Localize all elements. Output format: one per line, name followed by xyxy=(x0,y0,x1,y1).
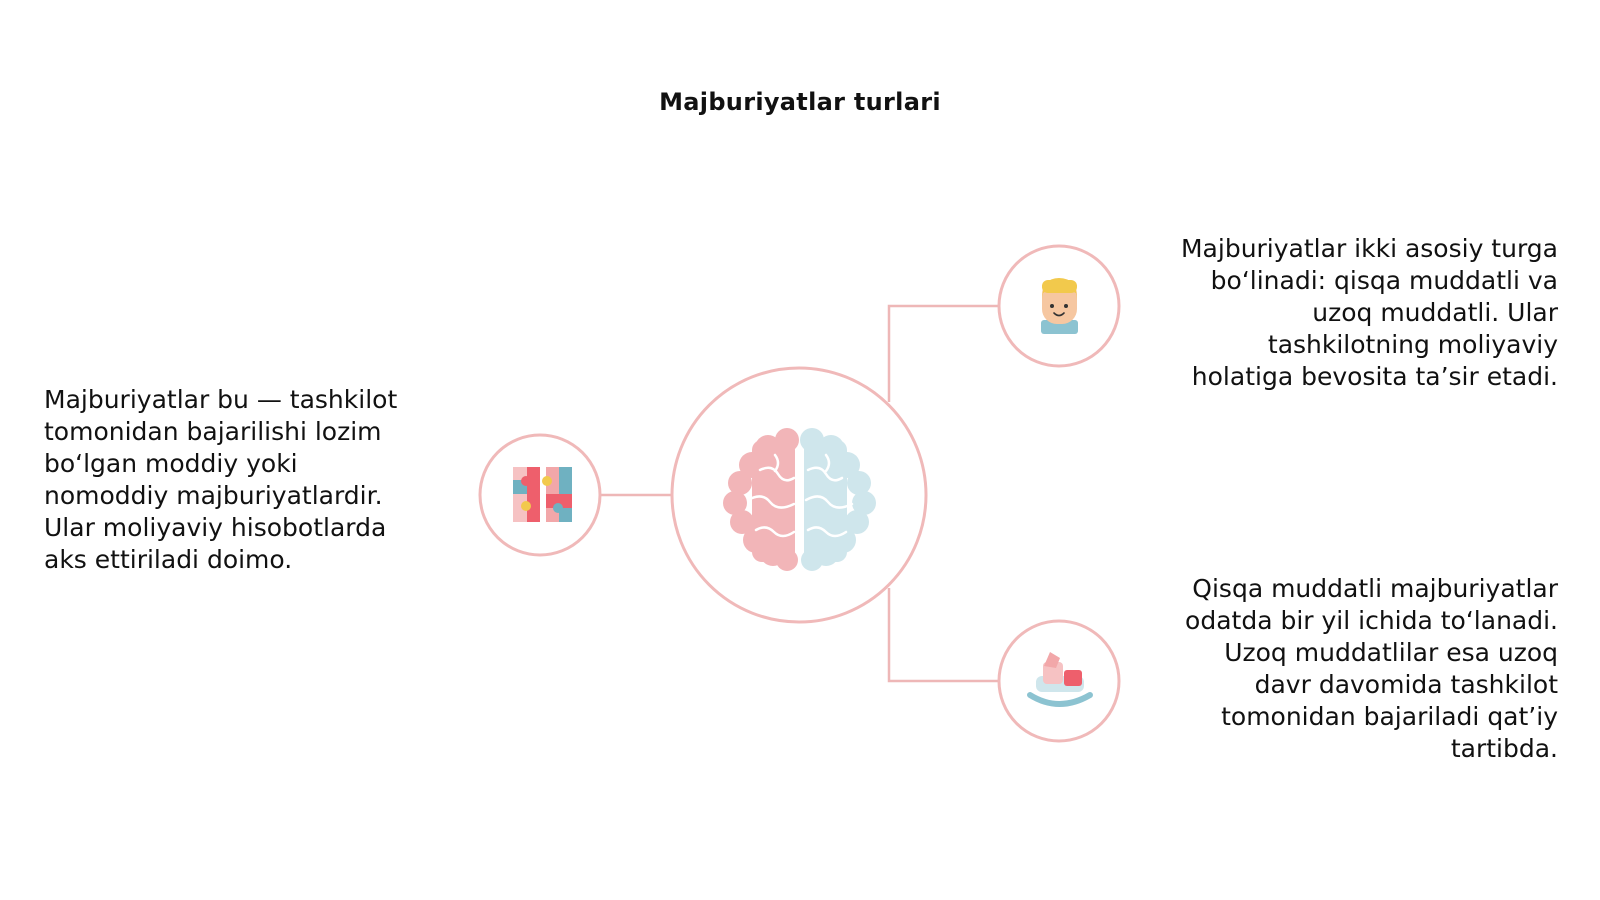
left-line: bo‘lgan moddiy yoki xyxy=(44,449,298,478)
brain-icon xyxy=(723,428,876,571)
left-line: Majburiyatlar bu — tashkilot xyxy=(44,385,398,414)
rocking-horse-icon xyxy=(1027,652,1093,707)
child-face-icon xyxy=(1041,278,1078,334)
top-right-line: bo‘linadi: qisqa muddatli va xyxy=(1210,266,1558,295)
bottom-right-line: Uzoq muddatlilar esa uzoq xyxy=(1224,638,1558,667)
bottom-right-line: Qisqa muddatli majburiyatlar xyxy=(1192,574,1558,603)
top-right-line: tashkilotning moliyaviy xyxy=(1267,330,1558,359)
left-line: Ular moliyaviy hisobotlarda xyxy=(44,513,387,542)
connector-lines xyxy=(600,304,998,683)
left-line: aks ettiriladi doimo. xyxy=(44,545,293,574)
left-node xyxy=(478,433,602,557)
center-node xyxy=(670,366,928,624)
top-right-line: uzoq muddatli. Ular xyxy=(1312,298,1558,327)
bottom-right-node xyxy=(997,619,1121,743)
top-right-line: holatiga bevosita ta’sir etadi. xyxy=(1191,362,1558,391)
bottom-right-description: Qisqa muddatli majburiyatlar odatda bir … xyxy=(1118,573,1558,765)
top-right-description: Majburiyatlar ikki asosiy turga bo‘linad… xyxy=(1118,233,1558,393)
bottom-right-line: davr davomida tashkilot xyxy=(1254,670,1558,699)
bottom-right-line: tartibda. xyxy=(1450,734,1558,763)
left-description: Majburiyatlar bu — tashkilot tomonidan b… xyxy=(44,384,464,576)
bottom-right-line: tomonidan bajariladi qat’iy xyxy=(1221,702,1558,731)
left-line: tomonidan bajarilishi lozim xyxy=(44,417,382,446)
top-right-node xyxy=(997,244,1121,368)
slide-title: Majburiyatlar turlari xyxy=(659,88,941,116)
puzzle-blocks-icon xyxy=(513,467,572,522)
connector-bottom-right xyxy=(887,588,998,683)
top-right-line: Majburiyatlar ikki asosiy turga xyxy=(1180,234,1558,263)
bottom-right-line: odatda bir yil ichida to‘lanadi. xyxy=(1185,606,1558,635)
left-line: nomoddiy majburiyatlardir. xyxy=(44,481,383,510)
connector-top-right xyxy=(887,304,998,402)
